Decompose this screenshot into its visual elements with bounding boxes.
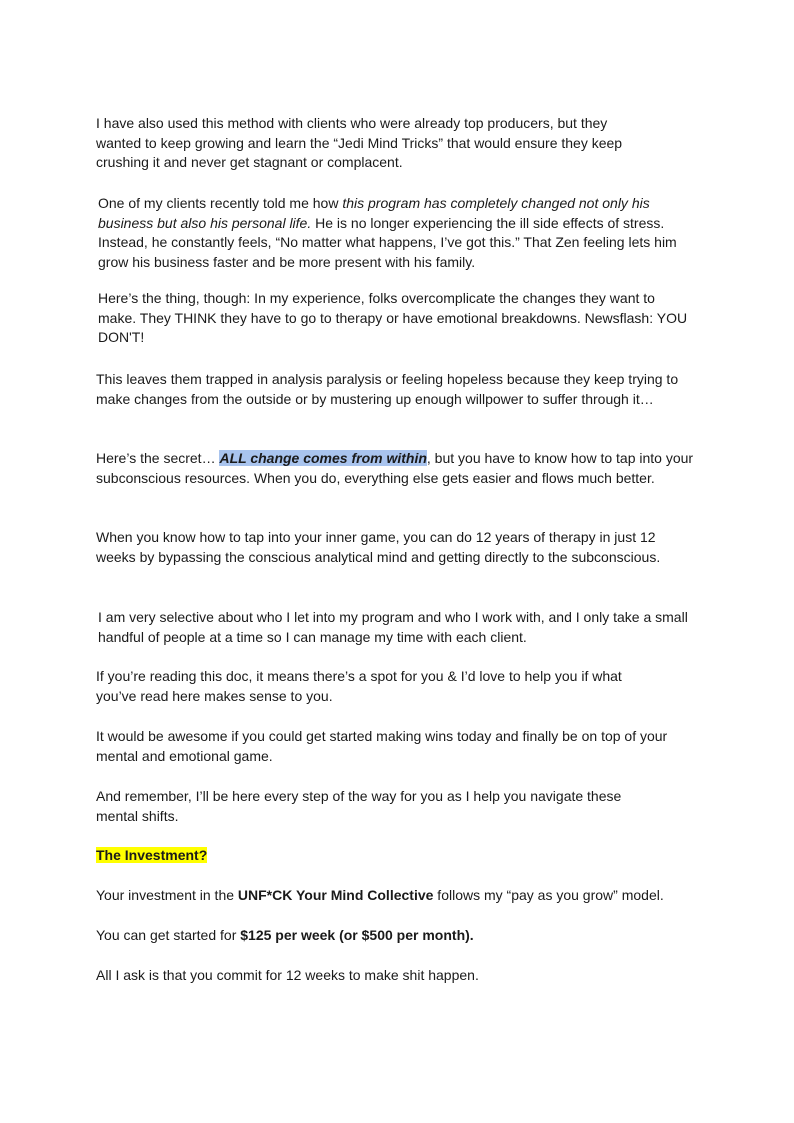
paragraph-selective: I am very selective about who I let into… (98, 609, 688, 645)
investment-heading: The Investment? (96, 846, 208, 866)
paragraph-spot-for-you: If you’re reading this doc, it means the… (96, 668, 622, 704)
paragraph-pricing: You can get started for $125 per week (o… (96, 926, 706, 946)
investment-model-rest: follows my “pay as you grow” model. (433, 887, 664, 903)
testimonial-intro: One of my clients recently told me how (98, 195, 343, 211)
testimonial-rest: He is no longer experiencing the ill sid… (98, 214, 677, 270)
highlighted-change-within: ALL change comes from within (219, 450, 427, 466)
paragraph-analysis-paralysis: This leaves them trapped in analysis par… (96, 371, 679, 407)
paragraph-overcomplicate: Here’s the thing, though: In my experien… (98, 290, 688, 345)
paragraph-inner-game: When you know how to tap into your inner… (96, 529, 661, 565)
pricing-intro: You can get started for (96, 927, 241, 943)
investment-heading-text: The Investment? (96, 847, 208, 863)
paragraph-remember: And remember, I’ll be here every step of… (96, 788, 622, 824)
investment-intro: Your investment in the (96, 887, 238, 903)
paragraph-commitment: All I ask is that you commit for 12 week… (96, 967, 479, 983)
paragraph-the-secret: Here’s the secret… ALL change comes from… (96, 449, 696, 488)
paragraph-investment-model: Your investment in the UNF*CK Your Mind … (96, 886, 706, 906)
collective-name: UNF*CK Your Mind Collective (237, 887, 434, 903)
paragraph-top-producers: I have also used this method with client… (96, 115, 623, 170)
secret-intro: Here’s the secret… (96, 450, 220, 466)
secret-rest: , but you have to know how to tap into y… (96, 450, 694, 486)
pricing-amount: $125 per week (or $500 per month). (240, 927, 474, 943)
paragraph-client-testimonial: One of my clients recently told me how t… (96, 194, 688, 272)
paragraph-get-started-wins: It would be awesome if you could get sta… (96, 728, 668, 764)
testimonial-italic-quote: this program has completely changed not … (98, 195, 650, 231)
